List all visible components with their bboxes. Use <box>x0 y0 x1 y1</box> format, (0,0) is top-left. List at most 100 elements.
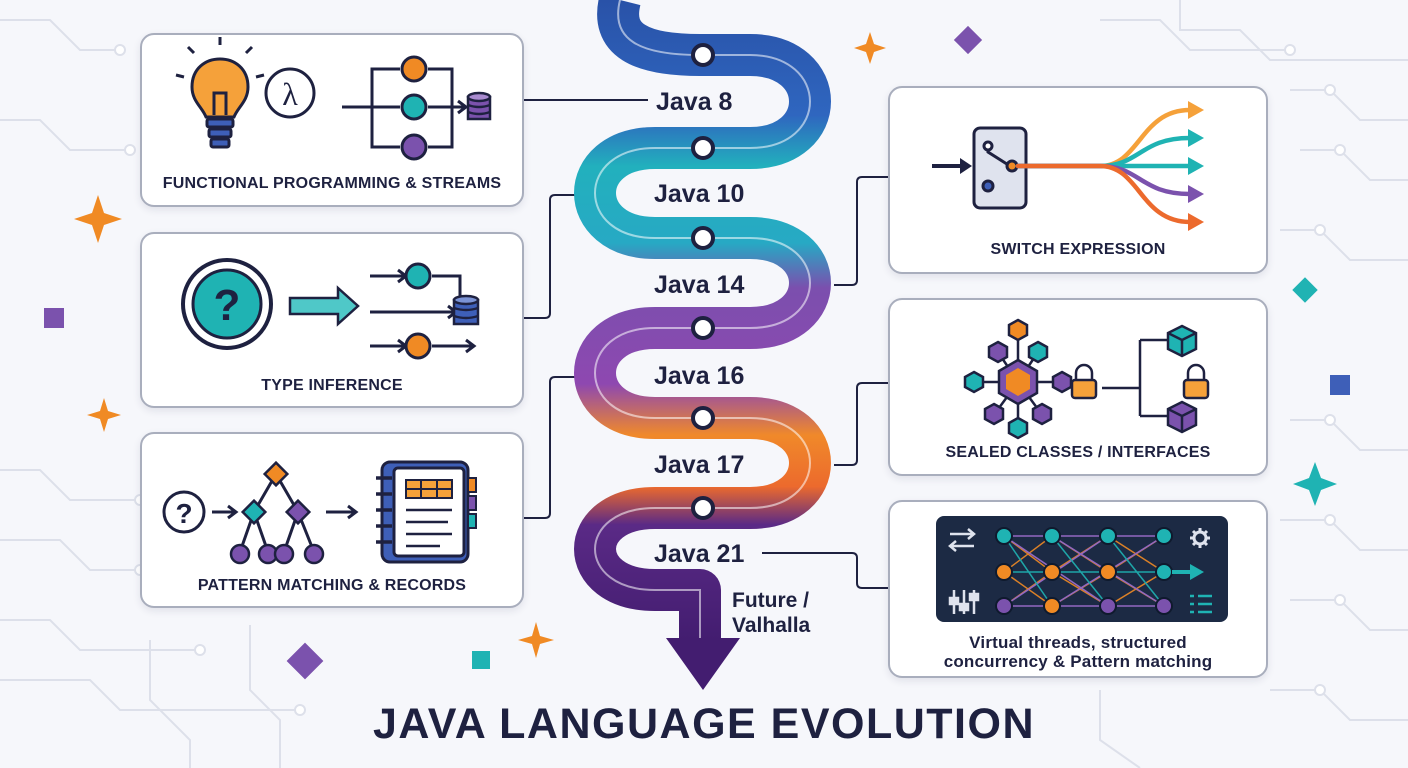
thread-nodes <box>995 527 1173 615</box>
timeline-node <box>691 43 715 67</box>
hexagon-network-icon <box>963 318 1073 440</box>
functional-illustration: λ <box>175 37 492 161</box>
question-icon: ? <box>162 490 206 534</box>
arrow-head-icon <box>1188 185 1204 203</box>
sparkle-icon <box>1293 462 1337 506</box>
feature-label-pattern-records: PATTERN MATCHING & RECORDS <box>197 577 467 594</box>
connector-java21 <box>762 552 888 589</box>
feature-label-functional: FUNCTIONAL PROGRAMMING & STREAMS <box>162 175 502 192</box>
inference-node-icon <box>404 332 432 360</box>
connector-java16 <box>522 376 578 519</box>
arrow-head-icon <box>1188 101 1204 119</box>
timeline-node <box>691 406 715 430</box>
sparkle-icon <box>74 195 122 243</box>
feature-label-virtual-line1: Virtual threads, structured <box>969 633 1187 652</box>
tree-node-icon <box>284 498 312 526</box>
lock-icon <box>1070 363 1098 400</box>
sparkle-icon <box>854 32 886 64</box>
feature-label-sealed: SEALED CLASSES / INTERFACES <box>945 444 1211 461</box>
stream-flow-icon <box>342 67 469 149</box>
question-glyph: ? <box>214 281 241 330</box>
sliders-icon <box>948 590 980 614</box>
arrow-head-icon <box>1188 129 1204 147</box>
tree-leaf-icon <box>273 543 295 565</box>
diamond-icon <box>953 25 983 55</box>
lightbulb-icon <box>175 37 265 149</box>
feature-card-pattern-records: ? PATTERN MATCHING & RECORDS <box>140 432 524 608</box>
gear-icon <box>1190 528 1210 548</box>
branching-paths-icon <box>1015 107 1193 225</box>
version-label-java10: Java 10 <box>654 180 745 208</box>
list-icon <box>1190 594 1212 614</box>
tree-leaf-icon <box>303 543 325 565</box>
decorations <box>44 25 1350 680</box>
timeline-node <box>691 496 715 520</box>
virtual-threads-illustration <box>936 516 1228 622</box>
connectors <box>522 99 888 589</box>
tree-leaf-icon <box>229 543 251 565</box>
connector-java10 <box>522 194 578 319</box>
future-label: Future / Valhalla <box>732 588 810 638</box>
square-icon <box>44 308 64 328</box>
version-label-java17: Java 17 <box>654 451 745 479</box>
switch-box-icon <box>972 126 1028 210</box>
feature-label-virtual-threads: Virtual threads, structured concurrency … <box>890 633 1266 671</box>
lambda-glyph: λ <box>282 76 298 112</box>
timeline-node <box>691 316 715 340</box>
arrow-head-icon <box>1188 157 1204 175</box>
tree-root-icon <box>262 460 290 488</box>
feature-card-sealed: SEALED CLASSES / INTERFACES <box>888 298 1268 476</box>
record-book-icon <box>376 460 477 564</box>
database-icon <box>452 294 480 326</box>
database-icon <box>466 91 492 121</box>
tree-node-icon <box>240 498 268 526</box>
version-label-java8: Java 8 <box>656 88 733 116</box>
stream-node-icon <box>400 133 428 161</box>
version-label-java14: Java 14 <box>654 271 745 299</box>
feature-card-functional: λ FUNCTIONAL PROGRAMMING & STREAMS <box>140 33 524 207</box>
feature-label-virtual-line2: concurrency & Pattern matching <box>943 652 1213 671</box>
class-hierarchy-icon <box>1102 338 1168 418</box>
inference-node-icon <box>404 262 432 290</box>
timeline-node <box>691 136 715 160</box>
square-icon <box>472 651 490 669</box>
stream-node-icon <box>400 93 428 121</box>
diamond-icon <box>1292 277 1318 303</box>
arrow-right-icon <box>288 285 360 327</box>
type-inference-illustration: ? <box>181 258 480 360</box>
version-label-java16: Java 16 <box>654 362 745 390</box>
lambda-icon: λ <box>264 67 316 119</box>
feature-card-virtual-threads: Virtual threads, structured concurrency … <box>888 500 1268 678</box>
stream-node-icon <box>400 55 428 83</box>
square-icon <box>1330 375 1350 395</box>
timeline-node <box>691 226 715 250</box>
diamond-icon <box>286 642 324 680</box>
timeline-ribbon <box>574 0 831 690</box>
pattern-records-illustration: ? <box>162 460 477 565</box>
decision-tree-icon <box>212 473 359 553</box>
connector-java17 <box>834 382 888 466</box>
question-icon: ? <box>181 258 273 350</box>
arrow-head-icon <box>1188 213 1204 231</box>
future-label-line1: Future / <box>732 589 809 612</box>
arrow-head-icon <box>666 638 740 690</box>
sparkle-icon <box>518 622 554 658</box>
question-glyph-small: ? <box>175 498 192 529</box>
sparkle-icon <box>87 398 121 432</box>
swap-arrows-icon <box>948 528 976 552</box>
feature-label-switch-expression: SWITCH EXPRESSION <box>990 241 1166 258</box>
timeline-nodes <box>691 43 715 520</box>
switch-expression-illustration <box>932 101 1204 231</box>
version-label-java21: Java 21 <box>654 540 745 568</box>
lock-icon <box>1182 363 1210 400</box>
feature-label-type-inference: TYPE INFERENCE <box>261 377 403 394</box>
sealed-illustration <box>963 318 1210 440</box>
feature-card-switch-expression: SWITCH EXPRESSION <box>888 86 1268 274</box>
page-title: JAVA LANGUAGE EVOLUTION <box>372 700 1035 748</box>
future-label-line2: Valhalla <box>732 614 811 637</box>
cube-icon <box>1166 324 1198 434</box>
feature-card-type-inference: ? TYPE INFERENCE <box>140 232 524 408</box>
connector-java14 <box>834 176 888 286</box>
